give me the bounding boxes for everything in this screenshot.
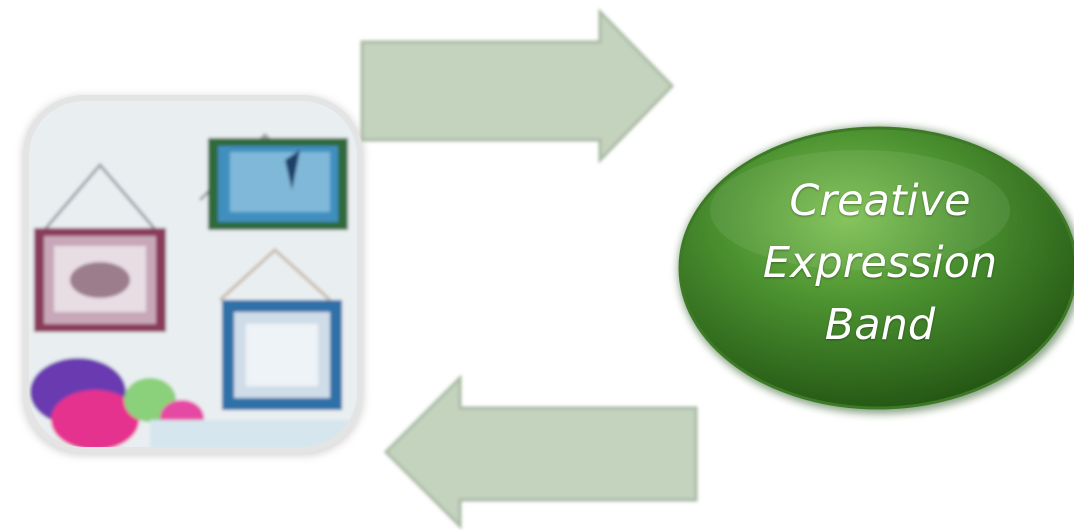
oval-label: Creative Expression Band xyxy=(690,170,1070,356)
photo-collage-image xyxy=(22,96,364,460)
oval-label-line-2: Expression xyxy=(690,232,1070,294)
arrow-right xyxy=(362,12,672,160)
oval-label-line-3: Band xyxy=(690,294,1070,356)
arrow-left xyxy=(386,378,696,526)
oval-label-line-1: Creative xyxy=(690,170,1070,232)
